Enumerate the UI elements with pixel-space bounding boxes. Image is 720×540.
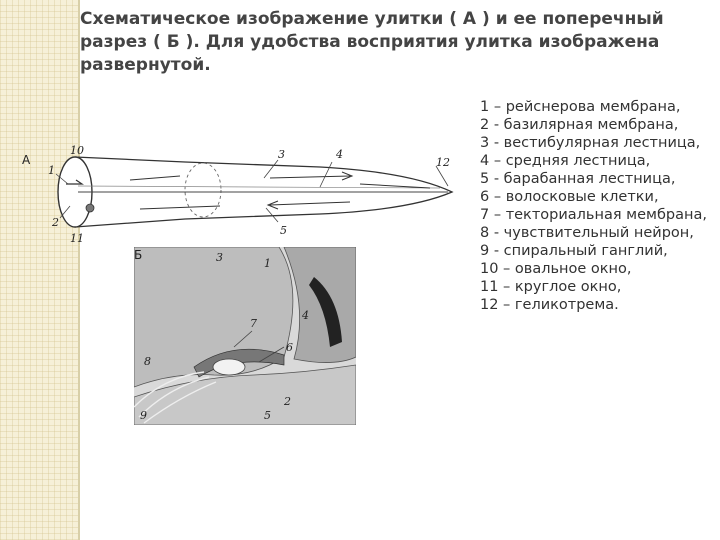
reissner-membrane-line bbox=[77, 185, 441, 189]
legend-item-4: 4 – средняя лестница, bbox=[480, 153, 651, 169]
legend-item-11: 11 – круглое окно, bbox=[480, 279, 622, 295]
figure-b-cross-section: Б 3 1 4 7 6 8 2 9 5 bbox=[134, 247, 356, 425]
decorative-side-line bbox=[78, 0, 80, 540]
label-b3: 3 bbox=[216, 251, 223, 264]
legend-item-3: 3 - вестибулярная лестница, bbox=[480, 135, 701, 151]
label-12: 12 bbox=[436, 156, 450, 169]
flow-arrow-3 bbox=[359, 183, 431, 189]
label-b4: 4 bbox=[301, 309, 309, 322]
label-b9: 9 bbox=[140, 409, 147, 422]
label-2: 2 bbox=[51, 216, 59, 229]
flow-arrow-2 bbox=[269, 175, 351, 179]
legend-item-5: 5 - барабанная лестница, bbox=[480, 171, 676, 187]
legend-list: 1 – рейснерова мембрана, 2 - базилярная … bbox=[480, 98, 716, 314]
flow-arrowhead-4 bbox=[266, 200, 279, 210]
scala-tympani-area bbox=[134, 364, 356, 425]
legend-item-6: 6 – волосковые клетки, bbox=[480, 189, 659, 205]
legend-item-2: 2 - базилярная мембрана, bbox=[480, 117, 679, 133]
hair-cells bbox=[212, 358, 246, 376]
label-10: 10 bbox=[70, 144, 84, 157]
legend-item-8: 8 - чувствительный нейрон, bbox=[480, 225, 694, 241]
flow-arrow-5 bbox=[139, 205, 221, 210]
stria-vascularis bbox=[309, 277, 342, 347]
nerve-fibers bbox=[134, 371, 217, 424]
figure-b-caption: Б bbox=[134, 248, 142, 262]
label-3: 3 bbox=[278, 148, 285, 161]
legend-item-12: 12 – геликотрема. bbox=[480, 297, 619, 313]
slide-title: Схематическое изображение улитки ( А ) и… bbox=[80, 9, 664, 75]
decorative-side-pattern bbox=[0, 0, 78, 540]
label-b1: 1 bbox=[264, 257, 271, 270]
flow-arrow-1 bbox=[129, 175, 181, 181]
label-b8: 8 bbox=[144, 355, 151, 368]
label-4: 4 bbox=[335, 148, 343, 161]
legend-item-1: 1 – рейснерова мембрана, bbox=[480, 99, 681, 115]
figure-a-unrolled-cochlea: А 10 1 2 11 3 4 5 12 bbox=[22, 144, 454, 245]
leader-4 bbox=[319, 161, 333, 188]
flow-arrowhead-2 bbox=[341, 171, 354, 181]
label-5: 5 bbox=[280, 224, 287, 237]
legend-item-10: 10 – овальное окно, bbox=[480, 261, 632, 277]
label-b5: 5 bbox=[264, 409, 271, 422]
label-b7: 7 bbox=[250, 317, 257, 330]
label-b6: 6 bbox=[286, 341, 293, 354]
leader-12 bbox=[435, 165, 449, 187]
leader-3 bbox=[263, 159, 279, 179]
flow-arrow-4 bbox=[269, 201, 351, 206]
leader-b6 bbox=[258, 346, 285, 363]
leader-5 bbox=[265, 207, 279, 223]
round-window-dot bbox=[85, 203, 95, 213]
oval-window-arrow bbox=[66, 179, 84, 185]
leader-1 bbox=[55, 173, 69, 185]
legend-item-9: 9 - спиральный ганглий, bbox=[480, 243, 668, 259]
leader-2 bbox=[59, 205, 71, 219]
legend-item-7: 7 – текториальная мембрана, bbox=[480, 207, 707, 223]
label-1: 1 bbox=[48, 164, 55, 177]
leader-b7 bbox=[233, 330, 253, 348]
cochlea-cross-section-dashed bbox=[184, 162, 222, 218]
label-11: 11 bbox=[70, 232, 84, 245]
label-b2: 2 bbox=[283, 395, 291, 408]
figure-a-caption: А bbox=[22, 153, 31, 167]
